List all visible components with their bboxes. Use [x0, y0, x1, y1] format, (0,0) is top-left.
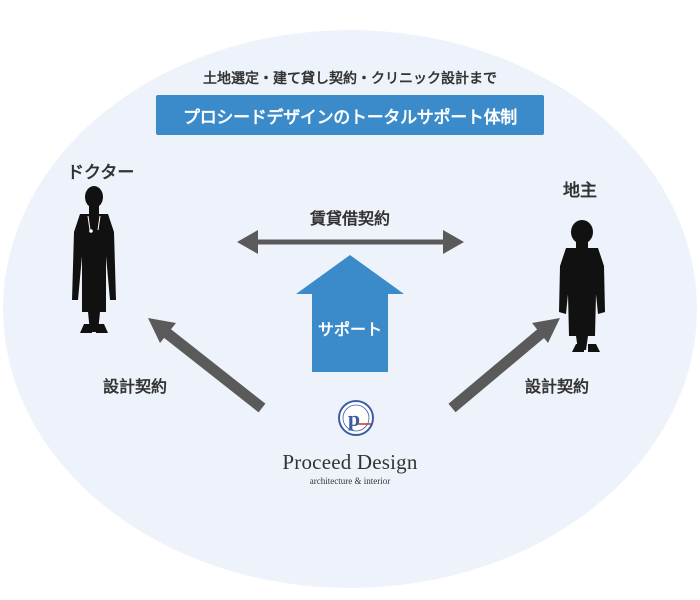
doctor-label: ドクター	[67, 163, 135, 183]
design-arrow-left	[148, 318, 266, 413]
support-label: サポート	[317, 320, 382, 339]
proceed-design-logo-mark: p	[338, 400, 374, 436]
design-contract-label-left: 設計契約	[103, 377, 168, 396]
landowner-label: 地主	[563, 181, 597, 201]
landowner-silhouette	[559, 220, 605, 352]
lease-double-arrow	[237, 230, 464, 254]
support-arrow	[296, 255, 404, 372]
logo-mark-letter: p	[348, 406, 360, 431]
title-text: プロシードデザインのトータルサポート体制	[183, 107, 517, 128]
doctor-silhouette	[72, 186, 116, 333]
logo-tagline: architecture & interior	[309, 476, 391, 486]
design-contract-label-right: 設計契約	[525, 377, 590, 396]
logo-name: Proceed Design	[282, 450, 418, 474]
subtitle: 土地選定・建て貸し契約・クリニック設計まで	[203, 71, 497, 87]
design-arrow-right	[448, 318, 560, 413]
lease-label: 賃貸借契約	[309, 209, 390, 228]
title-banner: プロシードデザインのトータルサポート体制	[156, 95, 544, 135]
